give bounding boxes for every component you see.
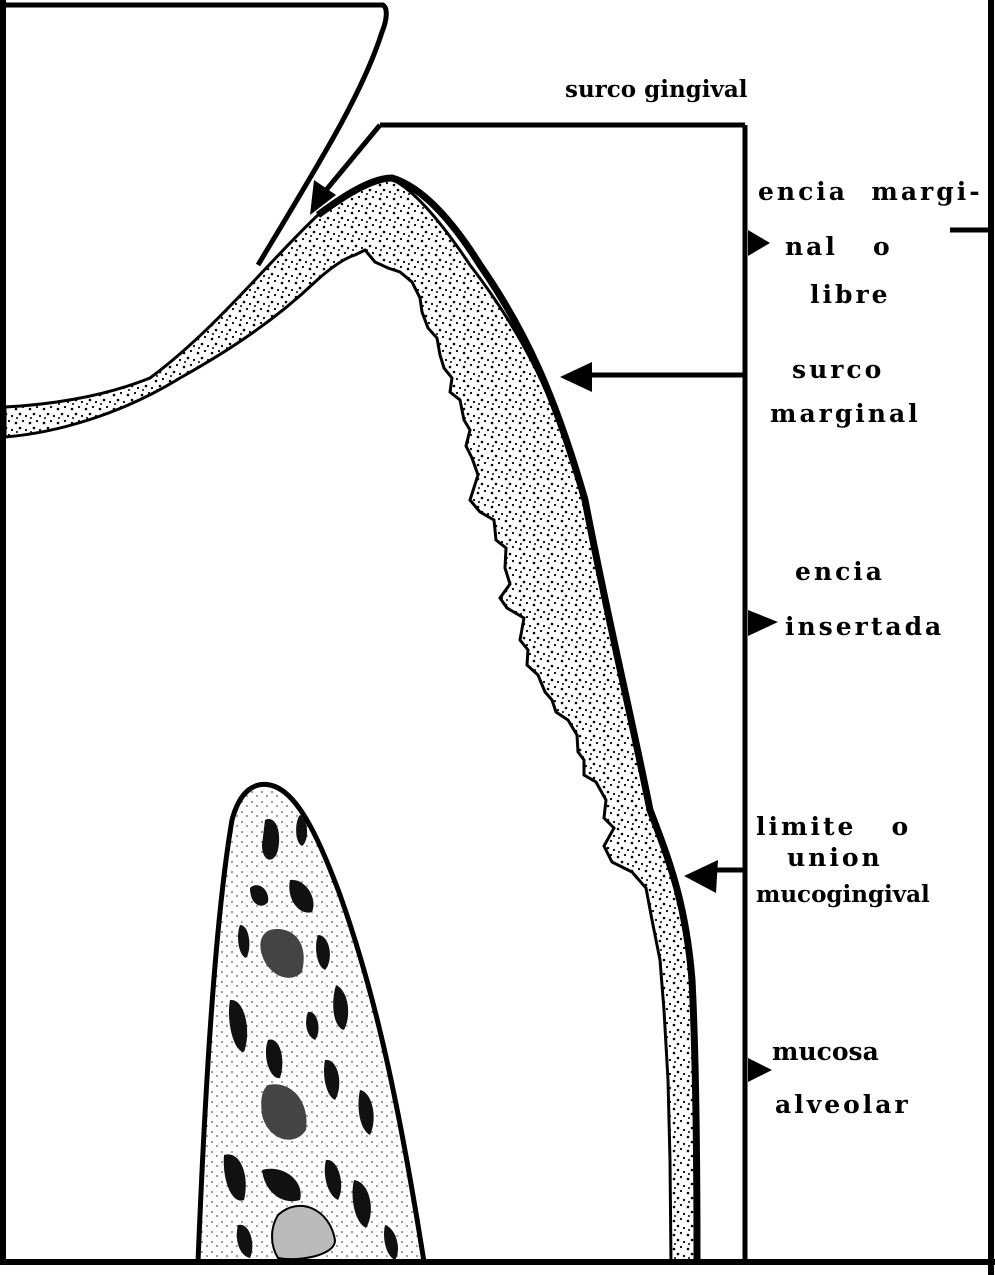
- label-encia-marginal-line3: libre: [810, 280, 891, 309]
- label-surco-marginal-line1: surco: [792, 355, 884, 384]
- label-encia-insertada-line2: insertada: [785, 612, 944, 641]
- pointer-mucosa-alveolar-icon: [748, 1058, 772, 1082]
- label-limite-union-line3: mucogingival: [756, 881, 930, 908]
- label-mucosa-alveolar-line1: mucosa: [772, 1037, 879, 1066]
- label-surco-gingival: surco gingival: [565, 76, 748, 103]
- label-surco-marginal-line2: marginal: [770, 399, 921, 428]
- arrow-surco-marginal-icon: [560, 362, 592, 392]
- label-limite-union-line2: union: [787, 843, 883, 872]
- label-encia-marginal-line2: nal o: [785, 232, 893, 261]
- label-mucosa-alveolar-line2: alveolar: [775, 1090, 911, 1119]
- pointer-encia-insertada-icon: [748, 610, 778, 636]
- arrow-limite-union-icon: [684, 860, 718, 893]
- pointer-encia-marginal-icon: [748, 230, 770, 256]
- label-encia-marginal-line1: encia margi-: [758, 177, 983, 206]
- label-encia-insertada-line1: encia: [795, 557, 885, 586]
- label-limite-union-line1: limite o: [756, 812, 911, 841]
